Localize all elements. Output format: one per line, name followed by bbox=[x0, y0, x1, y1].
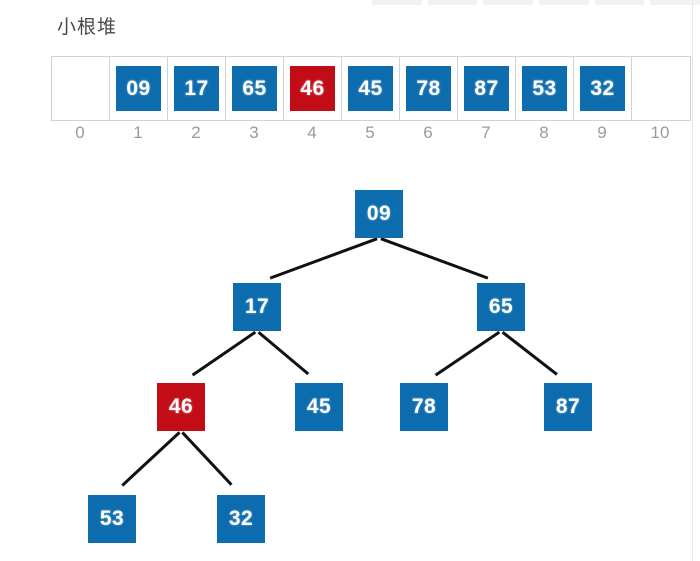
heap-array-table: 09 17 65 46 45 78 87 53 32 bbox=[51, 56, 691, 121]
heap-array-index-row: 0 1 2 3 4 5 6 7 8 9 10 bbox=[51, 122, 689, 144]
tree-edge-09-65 bbox=[380, 237, 489, 280]
tree-node-46[interactable]: 46 bbox=[157, 383, 205, 431]
array-index-label-6: 6 bbox=[423, 123, 433, 142]
array-value: 45 bbox=[348, 66, 393, 111]
array-value: 87 bbox=[464, 66, 509, 111]
tree-edge-46-32 bbox=[181, 431, 233, 486]
chrome-chip bbox=[539, 0, 589, 5]
tree-node-87[interactable]: 87 bbox=[544, 383, 592, 431]
array-index-label-5: 5 bbox=[365, 123, 375, 142]
array-cell-1[interactable]: 09 bbox=[110, 57, 168, 120]
chrome-chip bbox=[372, 0, 422, 5]
array-value: 78 bbox=[406, 66, 451, 111]
array-cell-7[interactable]: 87 bbox=[458, 57, 516, 120]
array-cell-10[interactable] bbox=[632, 57, 690, 120]
tree-edge-65-78 bbox=[434, 330, 501, 377]
array-index-label-10: 10 bbox=[650, 123, 670, 142]
array-index-label-0: 0 bbox=[75, 123, 85, 142]
array-cell-8[interactable]: 53 bbox=[516, 57, 574, 120]
array-index-label-3: 3 bbox=[249, 123, 259, 142]
tree-node-53[interactable]: 53 bbox=[88, 495, 136, 543]
array-index-label-4: 4 bbox=[307, 123, 317, 142]
array-cell-5[interactable]: 45 bbox=[342, 57, 400, 120]
array-index-label-8: 8 bbox=[539, 123, 549, 142]
tree-node-65[interactable]: 65 bbox=[477, 283, 525, 331]
top-chrome-strip bbox=[372, 0, 700, 5]
tree-edge-09-17 bbox=[269, 237, 378, 280]
array-index-label-7: 7 bbox=[481, 123, 491, 142]
tree-edge-17-46 bbox=[191, 330, 257, 377]
array-cell-3[interactable]: 65 bbox=[226, 57, 284, 120]
chrome-chip bbox=[483, 0, 534, 5]
chrome-chip bbox=[650, 0, 700, 5]
array-value: 17 bbox=[174, 66, 219, 111]
array-cell-0[interactable] bbox=[52, 57, 110, 120]
array-value-highlighted: 46 bbox=[290, 66, 335, 111]
array-value: 32 bbox=[580, 66, 625, 111]
array-cell-9[interactable]: 32 bbox=[574, 57, 632, 120]
chrome-chip bbox=[427, 0, 478, 5]
chrome-chip bbox=[594, 0, 645, 5]
array-cell-6[interactable]: 78 bbox=[400, 57, 458, 120]
tree-node-78[interactable]: 78 bbox=[400, 383, 448, 431]
page-right-edge bbox=[692, 0, 693, 561]
array-cell-2[interactable]: 17 bbox=[168, 57, 226, 120]
tree-node-45[interactable]: 45 bbox=[295, 383, 343, 431]
tree-node-32[interactable]: 32 bbox=[217, 495, 265, 543]
tree-node-17[interactable]: 17 bbox=[233, 283, 281, 331]
tree-node-09[interactable]: 09 bbox=[355, 190, 403, 238]
array-index-label-2: 2 bbox=[191, 123, 201, 142]
array-value: 65 bbox=[232, 66, 277, 111]
array-index-label-9: 9 bbox=[597, 123, 607, 142]
page-title: 小根堆 bbox=[57, 17, 118, 38]
array-value: 53 bbox=[522, 66, 567, 111]
tree-edge-65-87 bbox=[501, 331, 558, 376]
tree-edge-46-53 bbox=[121, 431, 181, 487]
tree-edge-17-45 bbox=[257, 331, 310, 376]
array-index-label-1: 1 bbox=[133, 123, 143, 142]
array-value: 09 bbox=[116, 66, 161, 111]
array-cell-4[interactable]: 46 bbox=[284, 57, 342, 120]
